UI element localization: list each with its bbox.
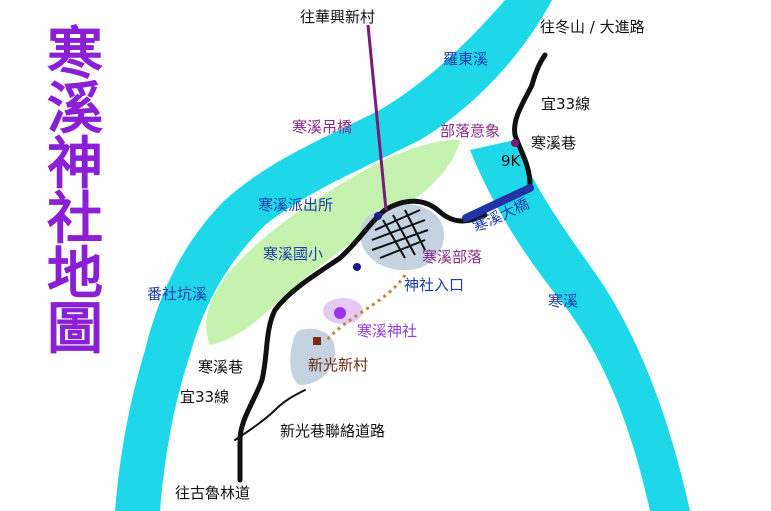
- label-9k: 9K: [501, 152, 521, 170]
- label-hanxi-creek: 寒溪: [548, 292, 579, 310]
- label-xinguang-village: 新光新村: [308, 356, 369, 374]
- label-to-dongshan: 往冬山 / 大進路: [540, 18, 645, 36]
- village-area: [290, 328, 335, 385]
- label-yi33-top: 宜33線: [541, 95, 591, 113]
- label-hanxi-lane-top: 寒溪巷: [531, 134, 577, 152]
- link-road: [234, 389, 306, 441]
- title-char: 圖: [47, 297, 103, 362]
- main-road: [237, 198, 488, 483]
- label-suspension-bridge: 寒溪吊橋: [292, 118, 353, 136]
- label-police-station: 寒溪派出所: [258, 196, 334, 214]
- label-luodong-creek: 羅東溪: [443, 50, 489, 68]
- label-shrine: 寒溪神社: [357, 322, 418, 340]
- label-shrine-entrance: 神社入口: [404, 276, 465, 294]
- title-char: 社: [47, 187, 103, 252]
- shrine-trail: [323, 274, 407, 343]
- tribal-marker: [511, 139, 519, 147]
- suspension-bridge-line: [366, 24, 388, 211]
- school-marker: [353, 263, 361, 271]
- label-hanxi-lane-bottom: 寒溪巷: [198, 358, 244, 376]
- label-to-huaxing: 往華興新村: [300, 8, 376, 26]
- green-zone: [206, 139, 460, 345]
- label-tribe: 寒溪部落: [422, 248, 483, 266]
- label-fanshe-creek: 番社坑溪: [147, 285, 208, 303]
- title-char: 神: [47, 132, 103, 197]
- label-yi33-bottom: 宜33線: [180, 388, 230, 406]
- label-xinguang-link-road: 新光巷聯絡道路: [280, 422, 386, 440]
- label-school: 寒溪國小: [263, 245, 324, 263]
- shrine-marker: [334, 307, 346, 319]
- main-river: [115, 0, 552, 511]
- title-char: 寒: [47, 22, 103, 87]
- street-grid: [371, 209, 429, 259]
- label-to-gulu: 往古魯林道: [175, 484, 251, 502]
- village-marker: [313, 337, 321, 345]
- label-tribal-symbol: 部落意象: [440, 122, 501, 140]
- hanxi-creek: [470, 140, 690, 511]
- hanxi-bridge-line: [462, 184, 534, 222]
- north-road: [512, 52, 548, 188]
- police-marker: [374, 212, 382, 220]
- title-char: 地: [47, 242, 103, 307]
- title-char: 溪: [47, 77, 103, 142]
